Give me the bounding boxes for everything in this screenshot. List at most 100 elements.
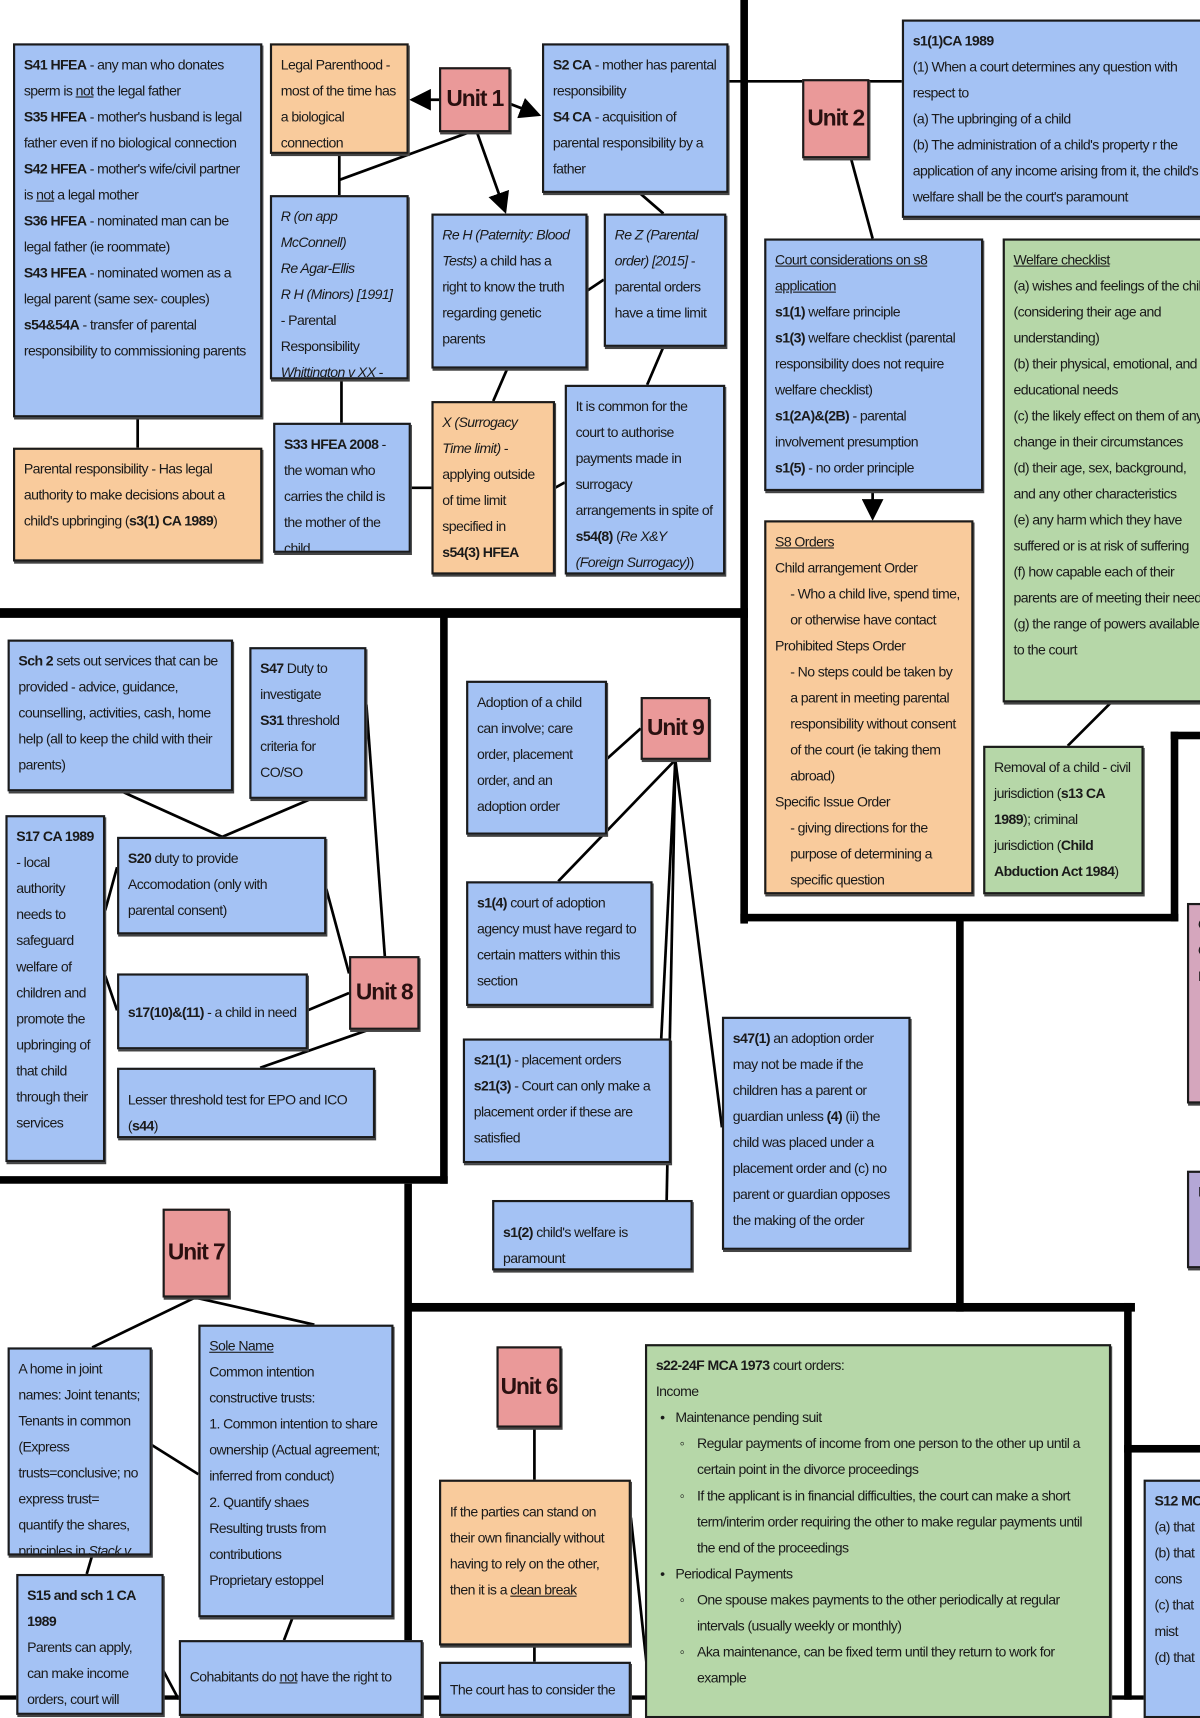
connector (85, 1555, 94, 1575)
section-divider (406, 1302, 1135, 1312)
note-line: Proprietary estoppel (209, 1571, 324, 1589)
note-line: (g) the range of powers available to the… (1013, 615, 1200, 658)
note-line: Child arrangement Order (775, 559, 918, 576)
note-line: s21(1) - placement orders (473, 1051, 622, 1068)
connector (365, 704, 387, 957)
connector (221, 797, 312, 839)
note-court-consider: The court has to consider the (439, 1661, 631, 1716)
note-line: s54&54A - transfer of parental responsib… (23, 316, 247, 359)
note-line: - giving directions for the purpose of d… (790, 819, 932, 888)
note-line: s22-24F MCA 1973 court orders: (655, 1357, 845, 1374)
note-lesser-threshold: Lesser threshold test for EPO and ICO (s… (117, 1067, 376, 1139)
note-sch2: Sch 2 sets out services that can be prov… (7, 639, 234, 792)
note-s17-ca: S17 CA 1989 - local authority needs to s… (5, 815, 106, 1163)
note-line: If the parties can stand on their own fi… (449, 1503, 605, 1598)
note-line: - Who a child live, spend time, or other… (790, 585, 960, 628)
section-divider (1170, 731, 1179, 922)
note-line: - No steps could be taken by a parent in… (790, 663, 956, 784)
connector (307, 991, 350, 1012)
note-line: S20 duty to provide Accomodation (only w… (127, 849, 268, 919)
note-line: S33 HFEA 2008 - the woman who carries th… (284, 435, 386, 553)
note-line: (a) wishes and feelings of the child (co… (1013, 277, 1200, 346)
note-s17-10: s17(10)&(11) - a child in need (117, 973, 308, 1050)
note-line: S36 HFEA - nominated man can be legal fa… (23, 212, 229, 255)
unit-1-node: Unit 1 (439, 67, 511, 133)
connector (194, 1296, 315, 1326)
note-line: Re H (Paternity: Blood Tests) a child ha… (442, 226, 570, 347)
note-line: (b) that cons (1154, 1544, 1195, 1587)
note-line: R (on app McConnell) (280, 208, 347, 251)
section-divider (0, 608, 748, 618)
note-line: (1) When a court determines any question… (912, 58, 1178, 101)
note-s12-mca: S12 MCA(a) that(b) that cons(c) that mis… (1143, 1479, 1200, 1718)
note-line: Lesser threshold test for EPO and ICO (s… (127, 1091, 348, 1134)
note-line: S2 CA - mother has parental responsibili… (552, 56, 717, 99)
note-line: S43 HFEA - nominated women as a legal pa… (23, 264, 232, 307)
note-line: (d) their age, sex, background, and any … (1013, 459, 1187, 502)
note-line: Adoption of a child can involve; care or… (476, 693, 582, 815)
note-s33-hfea: S33 HFEA 2008 - the woman who carries th… (273, 422, 411, 553)
note-line: (d) that (1154, 1648, 1195, 1666)
note-cases-mcconnell: R (on app McConnell) Re Agar-Ellis R H (Mi… (269, 195, 409, 380)
note-line: S17 CA 1989 - local authority needs to s… (16, 828, 94, 1131)
note-line: s1(3) welfare checklist (parental respon… (775, 329, 956, 398)
section-divider (1124, 1302, 1132, 1700)
note-line: Parental responsibility - Has legal auth… (23, 460, 225, 529)
note-line: (b) The administration of a child's prop… (912, 136, 1199, 216)
note-clean-break: If the parties can stand on their own fi… (439, 1479, 631, 1646)
note-line: s1(5) - no order principle (775, 459, 914, 476)
section-divider (740, 0, 748, 924)
note-line: Re Agar-Ellis (280, 260, 355, 277)
note-line: S42 HFEA - mother's wife/civil partner i… (23, 160, 240, 203)
unit-6-node: Unit 6 (496, 1346, 562, 1428)
note-line: (c) the likely effect on them of any cha… (1013, 407, 1200, 450)
note-line: It is common for the court to authorise … (575, 397, 713, 571)
unit-8-node: Unit 8 (349, 956, 420, 1030)
connector (659, 759, 677, 1039)
note-re-z: Re Z (Parental order) [2015] - parental … (603, 213, 727, 347)
note-s1-1-ca: s1(1)CA 1989(1) When a court determines … (901, 19, 1200, 218)
note-line: Resulting trusts from contributions (209, 1519, 326, 1563)
arrow-unit1-s2ca (510, 97, 542, 119)
note-s47-1: s47(1) an adoption order may not be made… (721, 1016, 911, 1250)
note-line: Sole Name (209, 1337, 274, 1354)
note-line: Maintenance pending suit (656, 1405, 1100, 1431)
section-divider (404, 1183, 412, 1700)
connector (161, 1668, 181, 1700)
connector (673, 759, 724, 1128)
note-line: R H (Minors) [1991] - Parental Responsib… (280, 286, 393, 355)
note-line: 1. Common intention to share ownership (… (209, 1415, 380, 1484)
note-parental-responsibility: Parental responsibility - Has legal auth… (13, 447, 263, 562)
note-s1-2: s1(2) child's welfare is paramount (492, 1199, 693, 1271)
note-line: s1(2) child's welfare is paramount (502, 1223, 628, 1267)
note-line: Periodical Payments (656, 1561, 1100, 1587)
connector (103, 975, 119, 1011)
note-s1-4: s1(4) court of adoption agency must have… (466, 881, 653, 1006)
note-line: s21(3) - Court can only make a placement… (473, 1077, 651, 1146)
note-surrogacy-payments: It is common for the court to authorise … (564, 384, 726, 575)
connector (103, 866, 119, 911)
note-s21: s21(1) - placement orders s21(3) - Court … (462, 1038, 671, 1164)
section-divider (1170, 731, 1200, 740)
note-line: (e) any harm which they have suffered or… (1013, 511, 1190, 554)
section-divider (1124, 1444, 1200, 1453)
note-line: The court has to consider the (449, 1681, 616, 1698)
arrow-unit1-reh (475, 131, 509, 214)
note-line: Aka maintenance, can be fixed term until… (656, 1639, 1100, 1691)
connector (324, 888, 351, 974)
connector (282, 1616, 294, 1641)
note-s20: S20 duty to provide Accomodation (only w… (117, 836, 327, 935)
note-line: Regular payments of income from one pers… (656, 1431, 1100, 1483)
note-pink-partial: C C A I (1186, 902, 1200, 1104)
note-line: Parents can apply, can make income order… (27, 1639, 133, 1708)
note-line: If the applicant is in financial difficu… (656, 1483, 1100, 1561)
note-s22-24f-mca: s22-24F MCA 1973 court orders:IncomeMain… (644, 1344, 1112, 1718)
unit-9-node: Unit 9 (640, 697, 711, 760)
note-line: (a) that (1154, 1518, 1195, 1535)
connector (259, 1028, 370, 1070)
